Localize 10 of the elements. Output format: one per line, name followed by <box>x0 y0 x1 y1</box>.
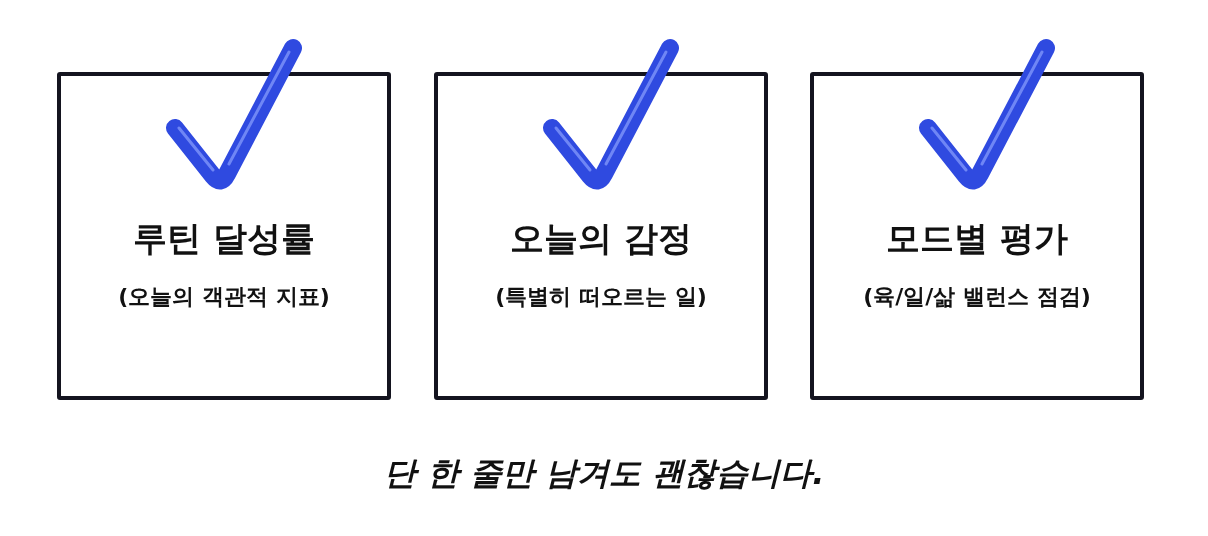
card-title: 모드별 평가 <box>885 217 1069 260</box>
card-title: 오늘의 감정 <box>509 217 693 260</box>
card-box <box>434 72 768 400</box>
card-title: 루틴 달성률 <box>132 217 316 260</box>
card-subtitle: (특별히 떠오르는 일) <box>494 283 708 311</box>
card-subtitle: (육/일/삶 밸런스 점검) <box>862 283 1092 311</box>
card-subtitle: (오늘의 객관적 지표) <box>117 283 331 311</box>
card-box <box>57 72 391 400</box>
card-box <box>810 72 1144 400</box>
caption: 단 한 줄만 남겨도 괜찮습니다. <box>382 453 826 494</box>
